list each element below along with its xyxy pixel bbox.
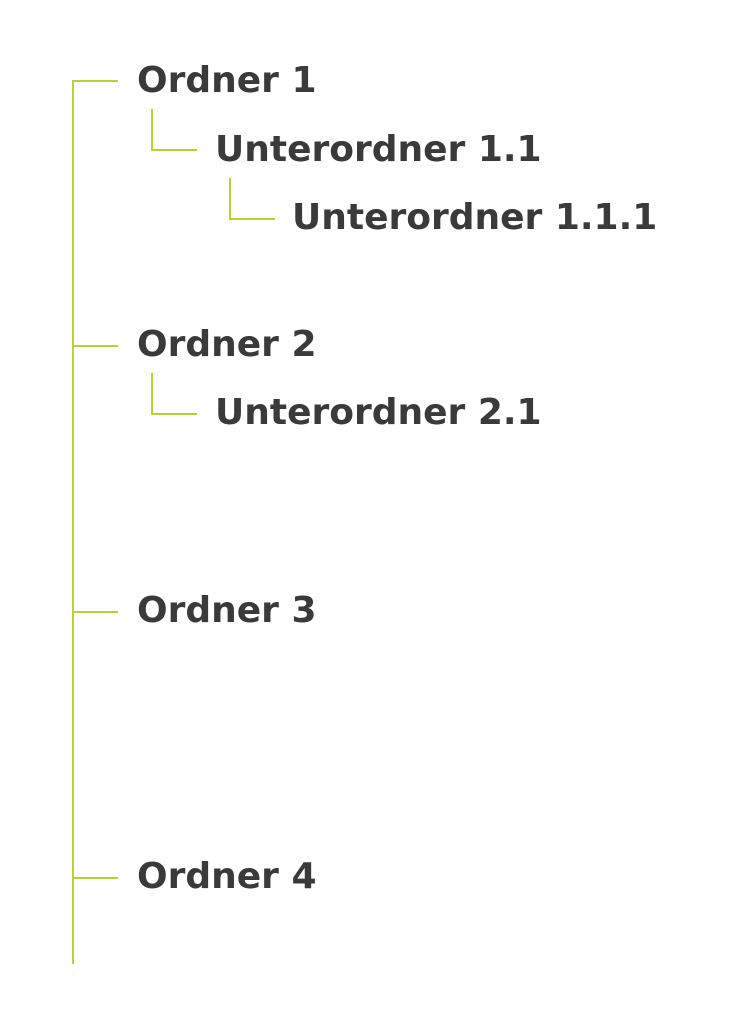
- folder-ordner-4[interactable]: Ordner 4: [137, 856, 317, 897]
- branch-connector-unterordner-2-1-horizontal: [151, 413, 197, 415]
- tree-trunk-line: [72, 80, 74, 964]
- folder-unterordner-2-1[interactable]: Unterordner 2.1: [215, 392, 542, 433]
- folder-unterordner-1-1[interactable]: Unterordner 1.1: [215, 129, 542, 170]
- branch-connector-ordner-3: [72, 611, 118, 613]
- branch-connector-unterordner-1-1-horizontal: [151, 149, 197, 151]
- branch-connector-ordner-4: [72, 877, 118, 879]
- folder-ordner-2[interactable]: Ordner 2: [137, 324, 317, 365]
- branch-connector-unterordner-1-1-1-horizontal: [229, 218, 275, 220]
- branch-connector-unterordner-1-1-1-vertical: [229, 178, 231, 220]
- folder-unterordner-1-1-1[interactable]: Unterordner 1.1.1: [292, 197, 658, 238]
- branch-connector-unterordner-2-1-vertical: [151, 373, 153, 415]
- branch-connector-ordner-1: [72, 80, 118, 82]
- folder-ordner-1[interactable]: Ordner 1: [137, 60, 317, 101]
- branch-connector-ordner-2: [72, 345, 118, 347]
- folder-ordner-3[interactable]: Ordner 3: [137, 590, 317, 631]
- branch-connector-unterordner-1-1-vertical: [151, 109, 153, 151]
